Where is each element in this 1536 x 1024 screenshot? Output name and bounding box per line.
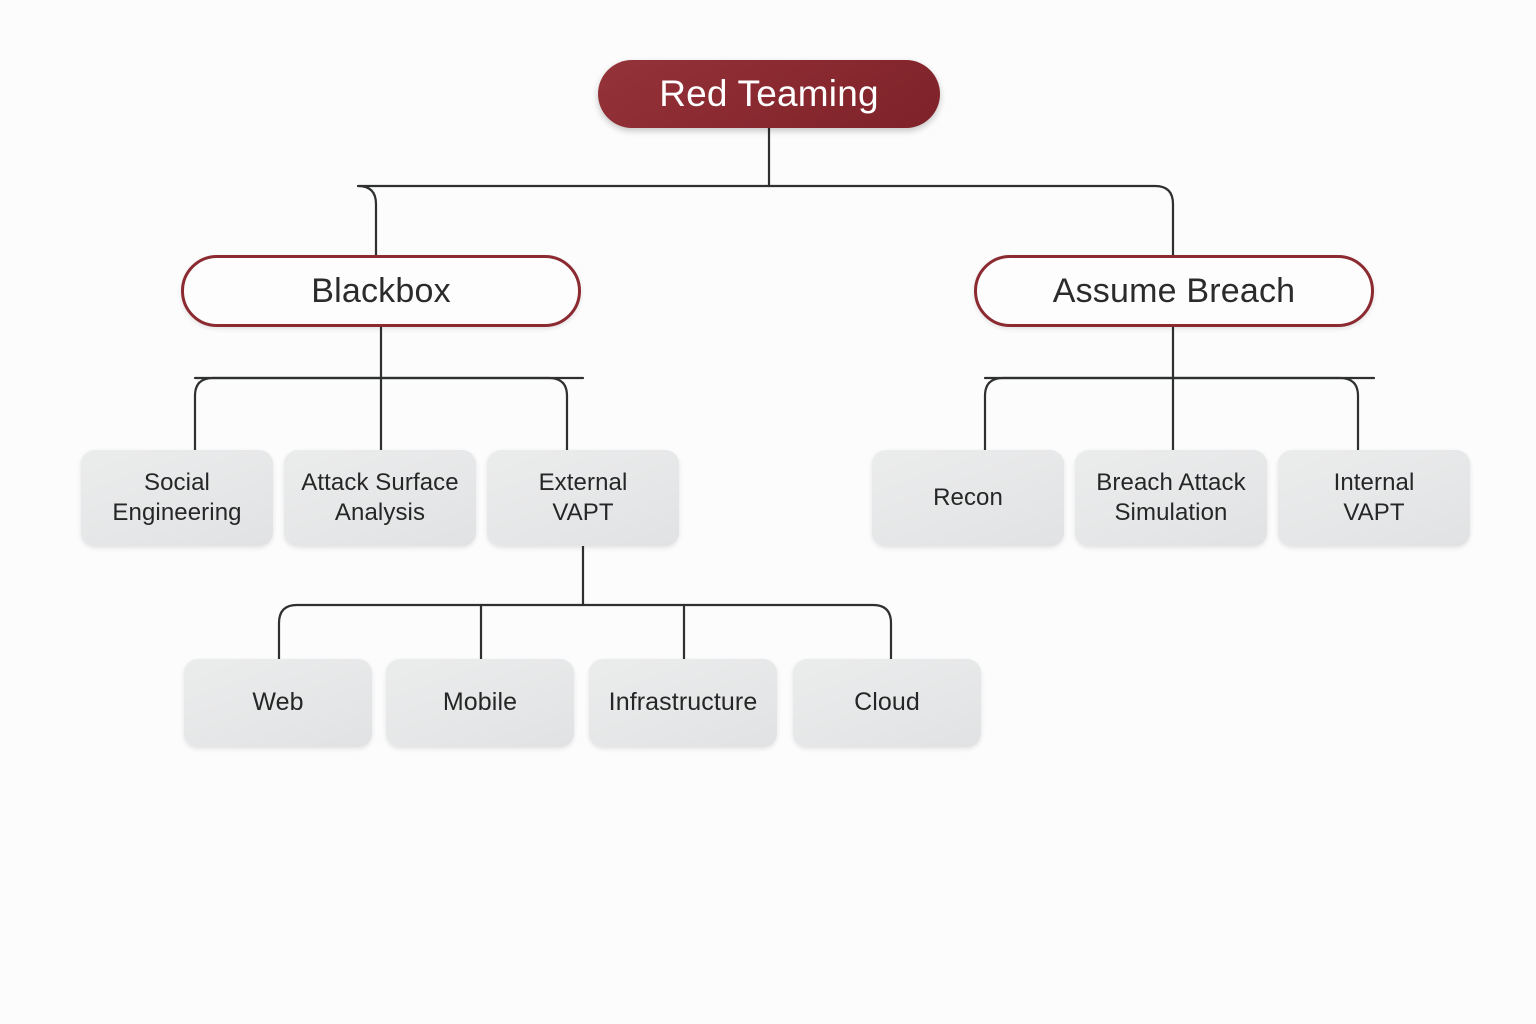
node-internal-vapt[interactable]: Internal VAPT [1278, 450, 1470, 546]
node-mobile[interactable]: Mobile [386, 659, 574, 747]
node-external-vapt[interactable]: External VAPT [487, 450, 679, 546]
node-breach-attack-simulation[interactable]: Breach Attack Simulation [1075, 450, 1267, 546]
connector-root-to-blackbox [356, 184, 771, 257]
node-infrastructure[interactable]: Infrastructure [589, 659, 777, 747]
node-blackbox[interactable]: Blackbox [181, 255, 581, 327]
connector-external-vapt-bus [277, 603, 893, 661]
node-recon[interactable]: Recon [872, 450, 1064, 546]
node-assume-breach[interactable]: Assume Breach [974, 255, 1374, 327]
connector-root-to-assume-breach [767, 184, 1175, 257]
connector-assume-breach-bus [983, 376, 1360, 452]
connector-blackbox-bus [193, 376, 569, 452]
node-red-teaming[interactable]: Red Teaming [598, 60, 940, 128]
node-social-engineering[interactable]: Social Engineering [81, 450, 273, 546]
node-cloud[interactable]: Cloud [793, 659, 981, 747]
node-web[interactable]: Web [184, 659, 372, 747]
node-attack-surface-analysis[interactable]: Attack Surface Analysis [284, 450, 476, 546]
